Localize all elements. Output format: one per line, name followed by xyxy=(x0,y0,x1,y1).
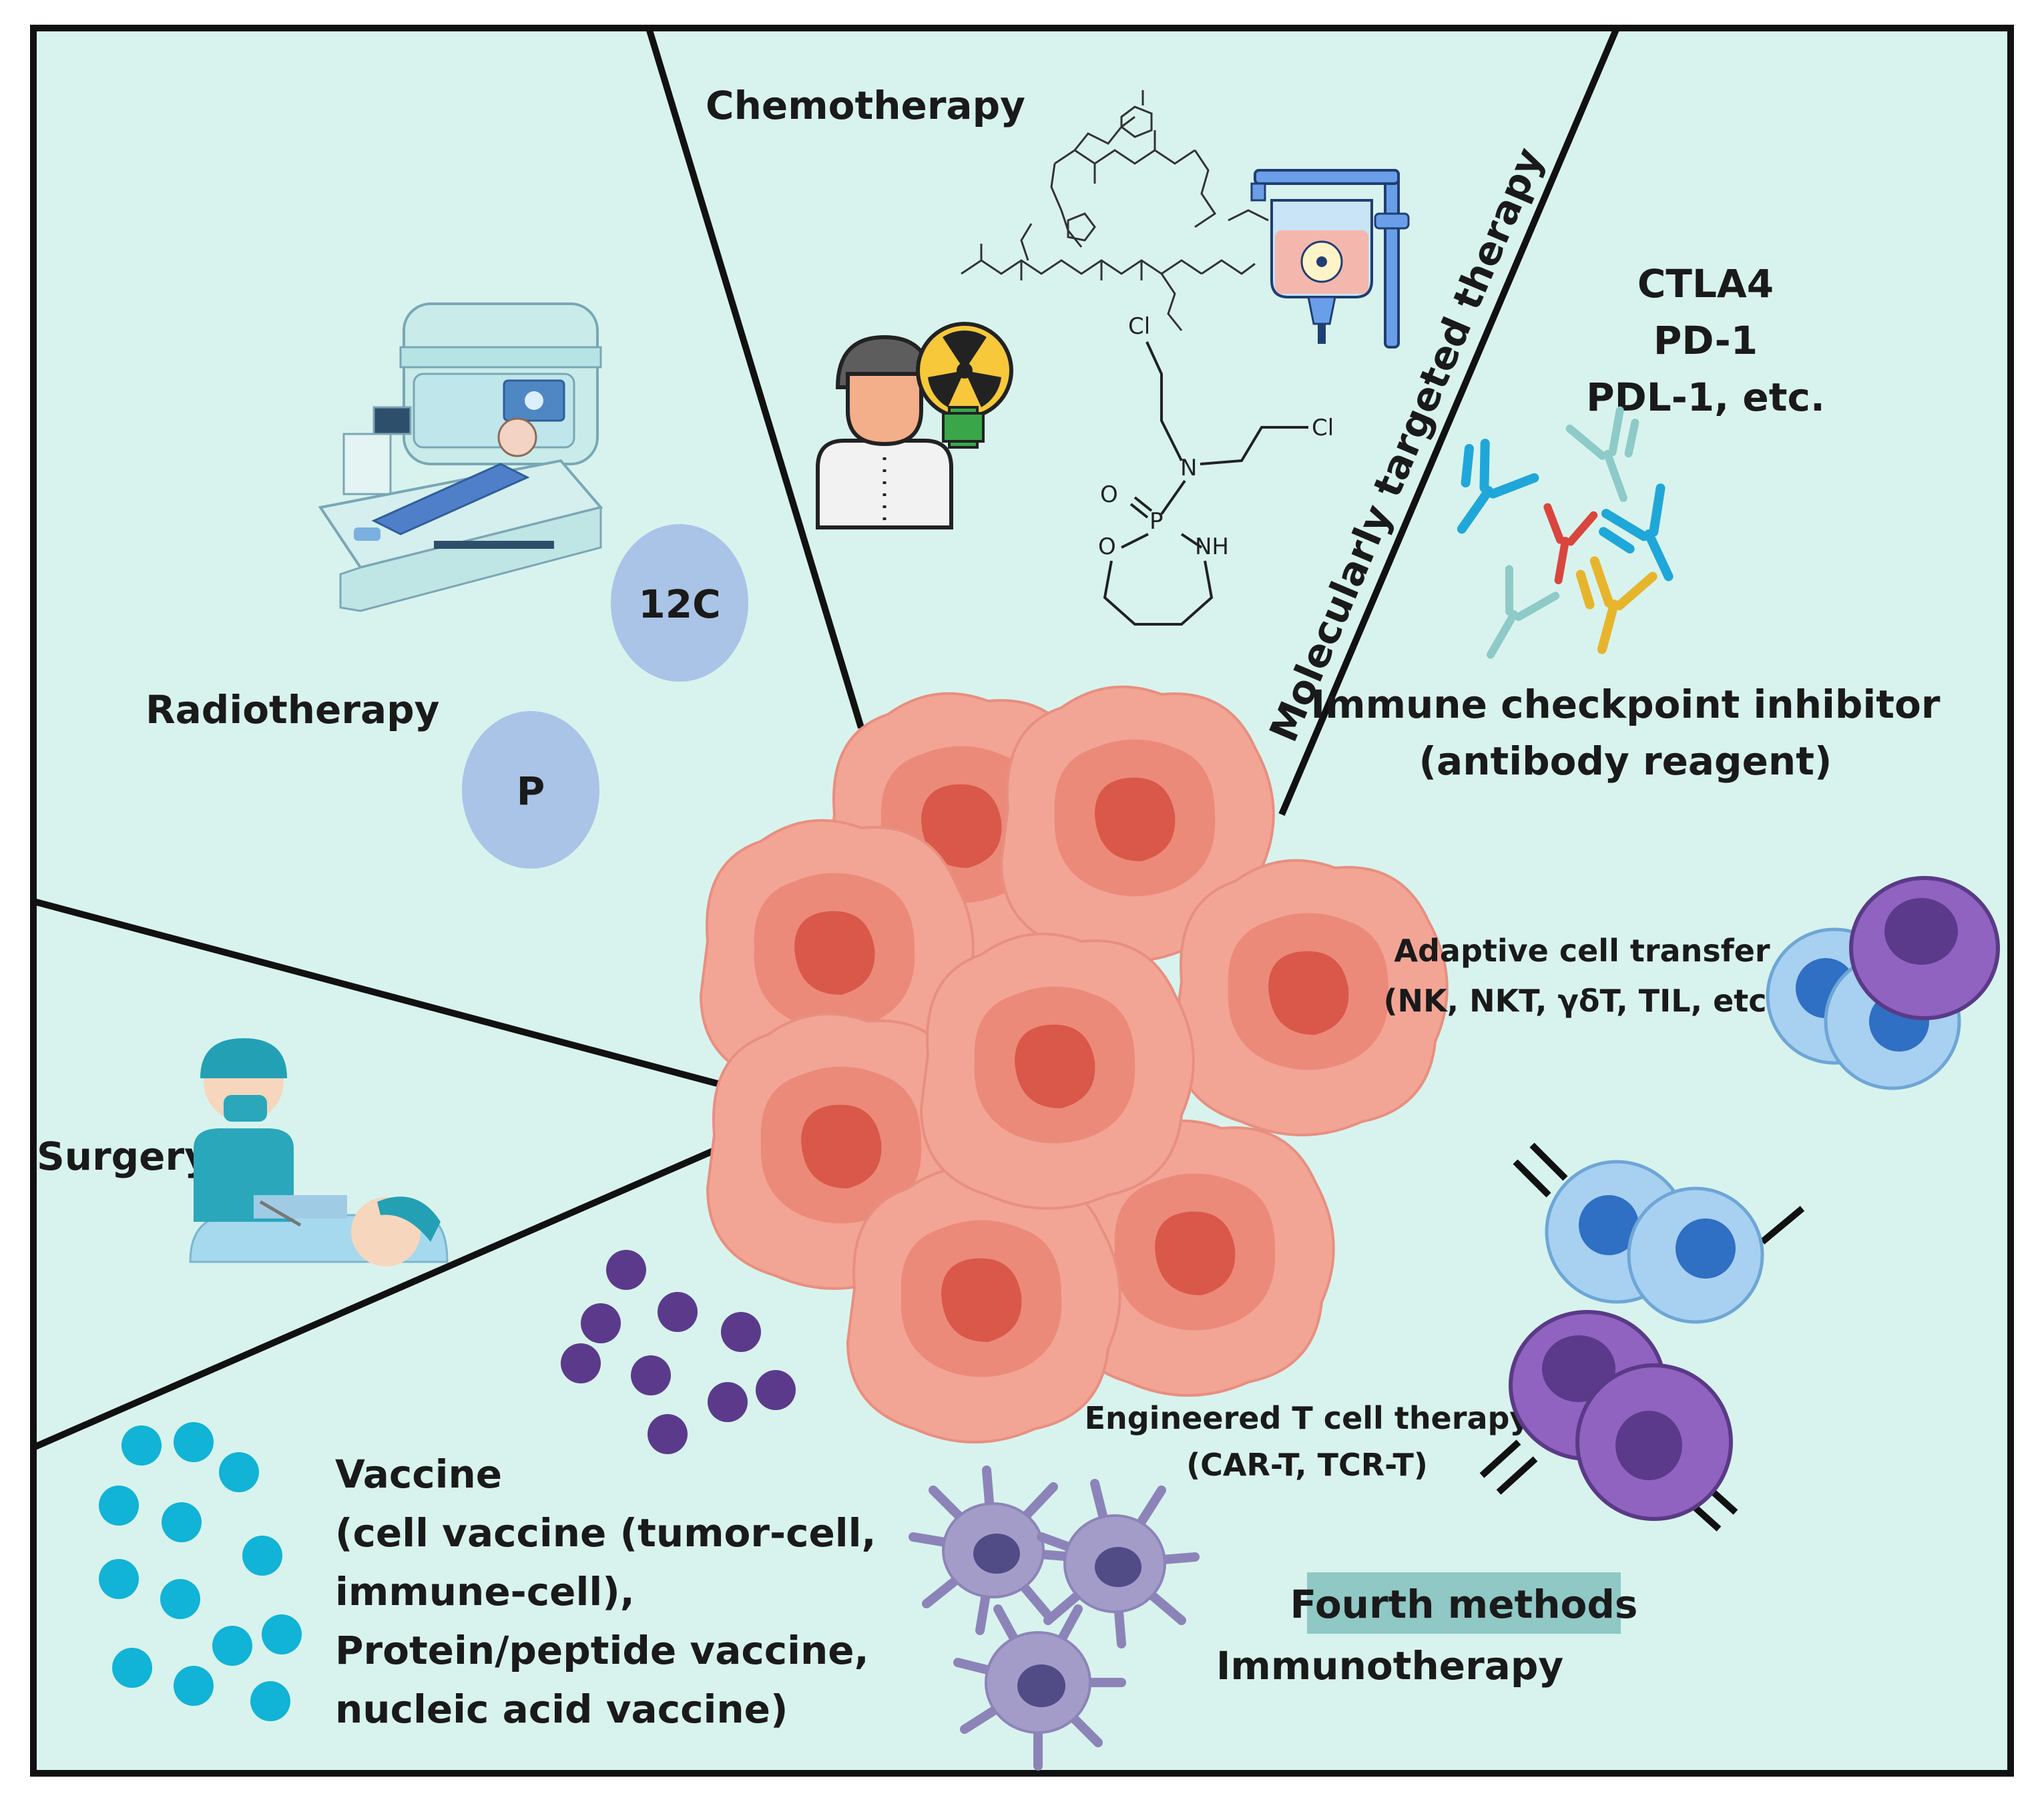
proton-label: P xyxy=(517,768,545,814)
chem-p: P xyxy=(1149,508,1164,535)
chem-o-double: O xyxy=(1100,481,1118,508)
checkpoint-label-line1: Immune checkpoint inhibitor xyxy=(1311,682,1941,727)
checkpoint-target-pdl1: PDL-1, etc. xyxy=(1586,375,1825,420)
vaccine-line-protein: Protein/peptide vaccine, xyxy=(335,1628,869,1673)
divider-radio-chemo xyxy=(646,28,864,729)
checkpoint-label-line2: (antibody reagent) xyxy=(1419,738,1832,784)
divider-targeted-checkpoint xyxy=(1278,28,1620,816)
antibody-icon-red xyxy=(1543,503,1598,585)
vaccine-line-immune: immune-cell), xyxy=(335,1569,635,1614)
immune-cell-purple xyxy=(1849,876,2000,1020)
antibody-icon-yellow xyxy=(1575,556,1657,654)
carbon-ion-label: 12C xyxy=(638,582,720,627)
tumor-cell-cluster xyxy=(699,685,1449,1443)
dendritic-cell xyxy=(1037,1479,1200,1648)
divider-surgery-vaccine xyxy=(33,1138,736,1451)
clinician-hazard-icon xyxy=(816,322,1013,529)
engineered-t-cell xyxy=(1575,1363,1733,1521)
checkpoint-target-pd1: PD-1 xyxy=(1653,318,1758,363)
dendritic-cell xyxy=(953,1604,1126,1771)
immunotherapy-label: Immunotherapy xyxy=(1216,1643,1563,1689)
antibody-icon-teal-top xyxy=(1565,406,1639,502)
chem-n: N xyxy=(1180,455,1197,481)
vaccine-text-block: Vaccine (cell vaccine (tumor-cell, immun… xyxy=(335,1451,876,1732)
antibody-icon-cyan-left xyxy=(1457,439,1539,534)
proton-bubble: P xyxy=(462,711,599,869)
divider-radio-surgery xyxy=(33,898,749,1095)
tumor-cell xyxy=(846,1166,1121,1443)
vaccine-line-nucleic: nucleic acid vaccine) xyxy=(335,1687,788,1732)
surgeon-patient-icon xyxy=(189,1038,449,1267)
chem-o-ring: O xyxy=(1098,533,1116,560)
chemotherapy-label: Chemotherapy xyxy=(706,83,1025,128)
chem-cl-right: Cl xyxy=(1312,415,1334,441)
cyclophosphamide-structure: Cl Cl N O P NH O xyxy=(1098,313,1334,626)
cell-transfer-line1: Adaptive cell transfer xyxy=(1394,933,1770,969)
dendritic-cell xyxy=(909,1466,1078,1635)
tumor-cell xyxy=(1173,859,1449,1136)
engineered-line1: Engineered T cell therapy xyxy=(1085,1400,1530,1436)
vaccine-purple-particles xyxy=(561,1250,796,1454)
checkpoint-target-ctla4: CTLA4 xyxy=(1637,261,1774,306)
chem-cl-top: Cl xyxy=(1128,313,1150,340)
immune-cell-group-transfer xyxy=(1766,876,2000,1090)
fourth-methods-label: Fourth methods xyxy=(1290,1582,1638,1627)
iv-bag-icon xyxy=(1250,169,1410,349)
antibody-icon-teal-bottom xyxy=(1487,565,1560,659)
vaccine-line-cell: (cell vaccine (tumor-cell, xyxy=(335,1510,876,1556)
cell-transfer-line2: (NK, NKT, γδT, TIL, etc) xyxy=(1383,983,1780,1019)
immune-cell-group-blue-pair xyxy=(1513,1142,1805,1324)
tumor-cell xyxy=(919,932,1195,1210)
vaccine-title: Vaccine xyxy=(335,1451,502,1497)
tumor-cell xyxy=(999,685,1275,963)
antibody-icon-cyan-right xyxy=(1599,483,1674,582)
vaccine-cyan-particles xyxy=(99,1422,302,1721)
car-t-cell-group xyxy=(1479,1310,1738,1532)
radiotherapy-label: Radiotherapy xyxy=(146,687,439,732)
chem-nh: NH xyxy=(1195,533,1229,560)
radiotherapy-machine-icon xyxy=(318,302,603,612)
peptide-structure-icon xyxy=(961,90,1269,331)
fourth-methods-highlight xyxy=(1307,1572,1621,1634)
engineered-line2: (CAR-T, TCR-T) xyxy=(1186,1447,1428,1483)
immune-cell-blue xyxy=(1627,1186,1764,1324)
surgery-label: Surgery xyxy=(37,1134,210,1179)
carbon-ion-bubble: 12C xyxy=(611,524,748,682)
